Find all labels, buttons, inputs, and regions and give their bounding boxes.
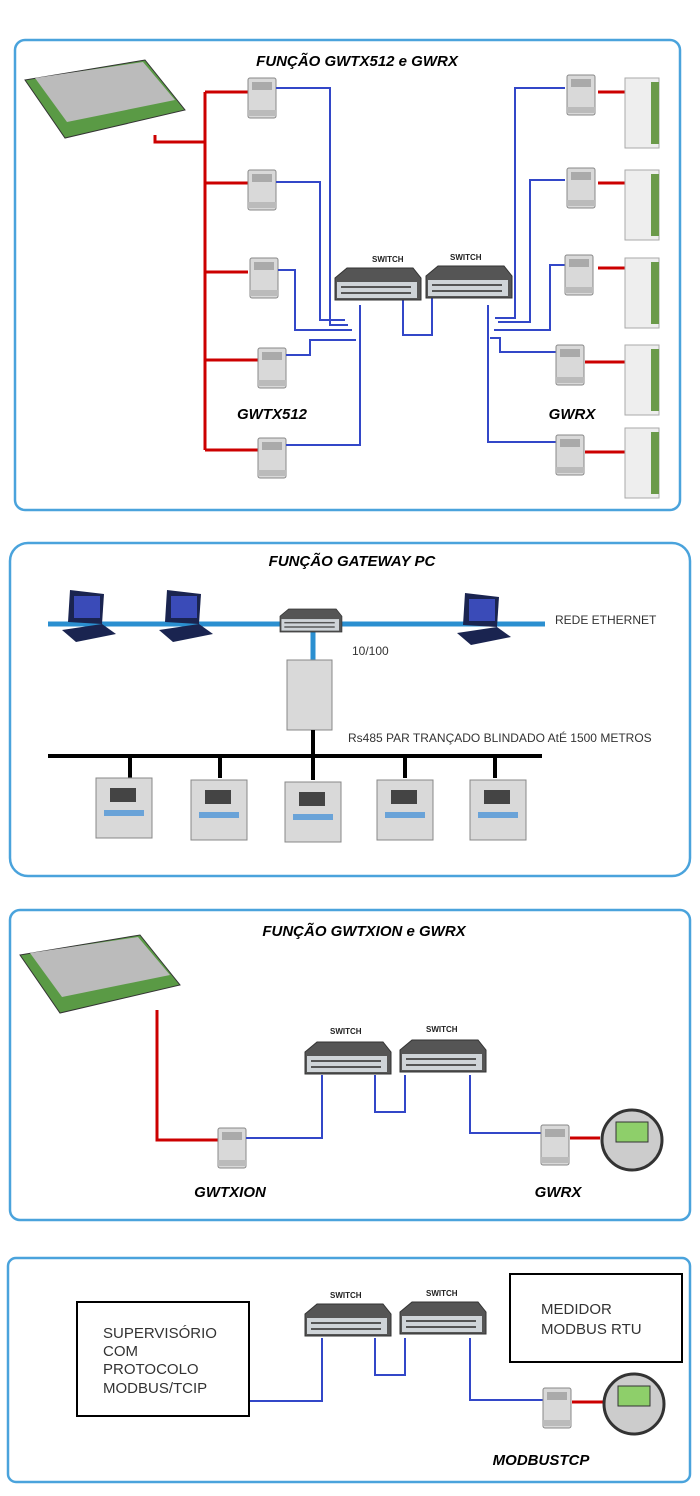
modbustcp-label: MODBUSTCP: [493, 1452, 591, 1469]
supervisor-line: SUPERVISÓRIO: [103, 1325, 217, 1342]
panel-gwtx512-gwrx: FUNÇÃO GWTX512 e GWRX SWITCH SWITCH GWTX…: [13, 38, 682, 512]
supervisor-line: COM: [103, 1343, 138, 1360]
panel-modbus-tcp: SUPERVISÓRIO COM PROTOCOLO MODBUS/TCIP M…: [6, 1256, 692, 1484]
gwrx-device: [540, 1124, 570, 1166]
io-module: [624, 344, 660, 416]
ethernet-links-left: [276, 87, 361, 446]
energy-meter: [600, 1108, 664, 1172]
io-module: [624, 77, 660, 149]
rs485-bus: [48, 730, 542, 780]
supervisor-line: MODBUS/TCIP: [103, 1380, 207, 1397]
panel-gateway-pc: FUNÇÃO GATEWAY PC REDE ETHERNET 10/100 R…: [8, 541, 692, 878]
switch-label: SWITCH: [330, 1291, 362, 1300]
serial-link: [155, 1010, 600, 1142]
meter: [376, 779, 434, 841]
panel-title: FUNÇÃO GWTX512 e GWRX: [256, 52, 459, 70]
switch-1: [304, 1303, 392, 1337]
gwtxion-label: GWTXION: [194, 1184, 267, 1201]
meter: [190, 779, 248, 841]
serial-bus: [153, 90, 258, 452]
switch-label: SWITCH: [330, 1027, 362, 1036]
meter-line: MEDIDOR: [541, 1301, 612, 1318]
io-module: [624, 257, 660, 329]
gwtx512-device: [247, 169, 277, 211]
switch-label: SWITCH: [426, 1289, 458, 1298]
serial-links: [585, 90, 625, 454]
panel-title: FUNÇÃO GWTXION e GWRX: [262, 922, 466, 940]
io-module: [624, 169, 660, 241]
gwrx-device: [566, 167, 596, 209]
gwrx-device: [566, 74, 596, 116]
gwtxion-device: [217, 1127, 247, 1169]
ethernet-links: [246, 1075, 543, 1139]
gwtx512-label: GWTX512: [237, 406, 308, 423]
gwrx-device: [555, 344, 585, 386]
switch-2: [425, 265, 513, 299]
gateway-device: [286, 659, 333, 731]
gwtx512-device: [257, 347, 287, 389]
io-module: [624, 427, 660, 499]
network-switch: [279, 608, 343, 633]
switch-1: [334, 267, 422, 301]
ethernet-links-right: [402, 87, 565, 443]
switch-label: SWITCH: [372, 255, 404, 264]
modbustcp-device: [542, 1387, 572, 1429]
meter: [95, 777, 153, 839]
meter: [284, 781, 342, 843]
supervisor-box: [76, 1301, 250, 1417]
network-label: REDE ETHERNET: [555, 613, 657, 627]
supervisor-text: SUPERVISÓRIO COM PROTOCOLO MODBUS/TCIP: [103, 1325, 221, 1397]
switch-2: [399, 1301, 487, 1335]
switch-label: SWITCH: [450, 253, 482, 262]
meter-text: MEDIDOR MODBUS RTU: [541, 1301, 642, 1338]
gwtx512-device: [247, 77, 277, 119]
energy-meter: [602, 1372, 666, 1436]
gwrx-label: GWRX: [549, 406, 597, 423]
meter-box: [509, 1273, 683, 1363]
gwrx-device: [555, 434, 585, 476]
rs485-label: Rs485 PAR TRANÇADO BLINDADO AtÉ 1500 MET…: [348, 730, 652, 745]
supervisor-line: PROTOCOLO: [103, 1361, 199, 1378]
gwtx512-device: [257, 437, 287, 479]
switch-2: [399, 1039, 487, 1073]
meter-line: MODBUS RTU: [541, 1321, 642, 1338]
switch-1: [304, 1041, 392, 1075]
gwrx-device: [564, 254, 594, 296]
gwrx-label: GWRX: [535, 1184, 583, 1201]
panel-gwtxion-gwrx: FUNÇÃO GWTXION e GWRX SWITCH SWITCH GWTX…: [8, 908, 692, 1222]
ethernet-links: [250, 1338, 545, 1402]
panel-title: FUNÇÃO GATEWAY PC: [269, 552, 437, 570]
gwtx512-device: [249, 257, 279, 299]
switch-label: SWITCH: [426, 1025, 458, 1034]
meter: [469, 779, 527, 841]
io-modules: [624, 77, 660, 499]
speed-label: 10/100: [352, 644, 389, 658]
